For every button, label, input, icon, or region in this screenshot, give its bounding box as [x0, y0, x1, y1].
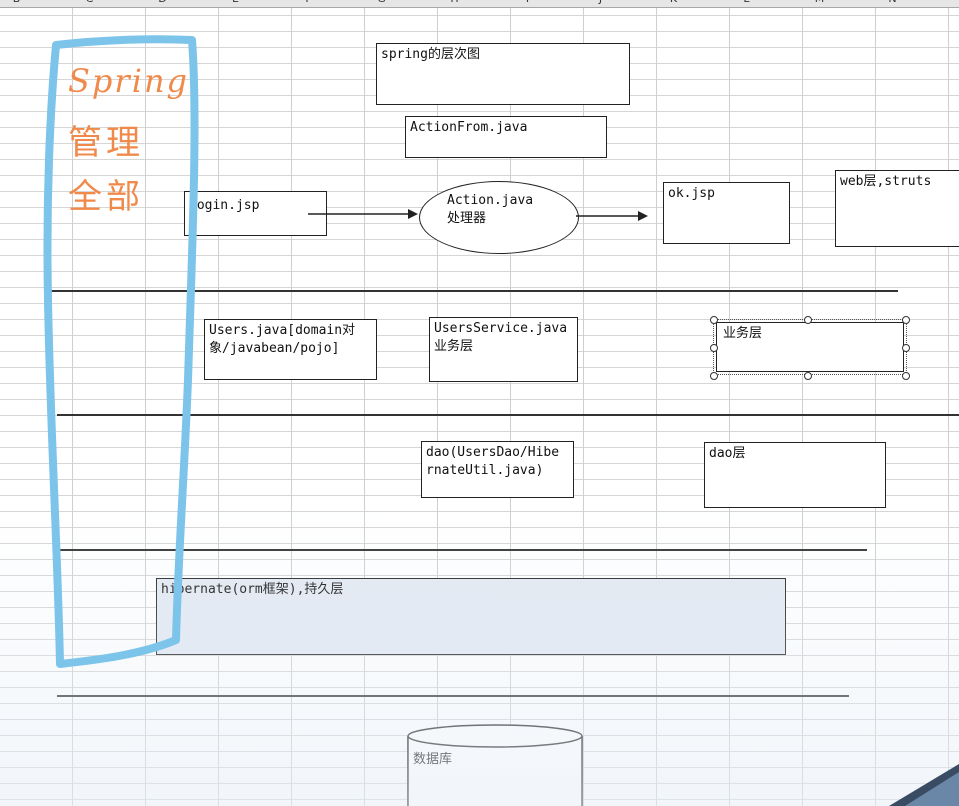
column-letter[interactable]: F: [272, 0, 345, 5]
column-letter[interactable]: G: [345, 0, 418, 5]
column-letter[interactable]: K: [637, 0, 710, 5]
users-domain-line2: 象/javabean/pojo]: [209, 341, 340, 356]
action-form-box[interactable]: ActionFrom.java: [405, 116, 607, 158]
column-letter[interactable]: C: [53, 0, 126, 5]
dao-layer-label: dao层: [709, 446, 746, 461]
resize-handle[interactable]: [902, 372, 910, 380]
resize-handle[interactable]: [710, 344, 718, 352]
hibernate-label: hibernate(orm框架),持久层: [161, 582, 344, 597]
dao-layer-box[interactable]: dao层: [704, 442, 886, 508]
column-letter[interactable]: M: [783, 0, 856, 5]
title-box[interactable]: spring的层次图: [376, 43, 630, 105]
column-letter[interactable]: D: [126, 0, 199, 5]
title-text: spring的层次图: [381, 47, 480, 62]
action-label-line1: Action.java: [447, 193, 534, 208]
database-label: 数据库: [413, 752, 453, 767]
users-domain-box[interactable]: Users.java[domain对 象/javabean/pojo]: [204, 319, 377, 380]
arrow-action-to-ok: [576, 211, 648, 221]
layer-separator: [60, 549, 867, 551]
layer-separator: [50, 290, 898, 292]
resize-handle[interactable]: [804, 316, 812, 324]
column-header-bar: B C D E F G H I J K L M N: [0, 0, 959, 8]
login-label: login.jsp: [189, 198, 260, 213]
resize-handle[interactable]: [902, 344, 910, 352]
arrow-login-to-action: [308, 209, 418, 219]
resize-handle[interactable]: [710, 372, 718, 380]
dao-line1: dao(UsersDao/Hibe: [426, 445, 560, 460]
column-letter[interactable]: L: [710, 0, 783, 5]
web-layer-label: web层,struts: [840, 174, 932, 189]
dao-line2: rnateUtil.java): [426, 463, 544, 478]
action-label-line2: 处理器: [447, 211, 487, 226]
resize-handle[interactable]: [902, 316, 910, 324]
ok-label: ok.jsp: [668, 186, 715, 201]
web-layer-box[interactable]: web层,struts: [835, 170, 959, 247]
annotation-manage: 管理: [68, 123, 144, 163]
resize-handle[interactable]: [710, 316, 718, 324]
column-letter[interactable]: N: [856, 0, 929, 5]
users-domain-line1: Users.java[domain对: [209, 323, 356, 338]
column-letter[interactable]: E: [199, 0, 272, 5]
dao-box[interactable]: dao(UsersDao/Hibe rnateUtil.java): [421, 441, 574, 498]
service-layer-label: 业务层: [723, 326, 763, 341]
column-letter[interactable]: H: [418, 0, 491, 5]
hibernate-box[interactable]: hibernate(orm框架),持久层: [156, 578, 786, 655]
annotation-all: 全部: [68, 177, 144, 217]
layer-separator: [57, 695, 849, 697]
annotation-spring: Spring: [68, 62, 190, 100]
resize-handle[interactable]: [804, 372, 812, 380]
ok-box[interactable]: ok.jsp: [663, 182, 790, 244]
action-form-label: ActionFrom.java: [410, 120, 528, 135]
users-service-line2: 业务层: [434, 339, 474, 354]
corner-overlay: [889, 764, 959, 806]
column-letter[interactable]: J: [564, 0, 637, 5]
users-service-line1: UsersService.java: [434, 321, 568, 336]
users-service-box[interactable]: UsersService.java 业务层: [429, 317, 578, 382]
service-layer-box[interactable]: 业务层: [713, 319, 907, 375]
action-ellipse[interactable]: Action.java 处理器: [419, 181, 579, 254]
column-letter[interactable]: I: [491, 0, 564, 5]
column-letter[interactable]: B: [0, 0, 53, 5]
layer-separator: [57, 414, 959, 416]
